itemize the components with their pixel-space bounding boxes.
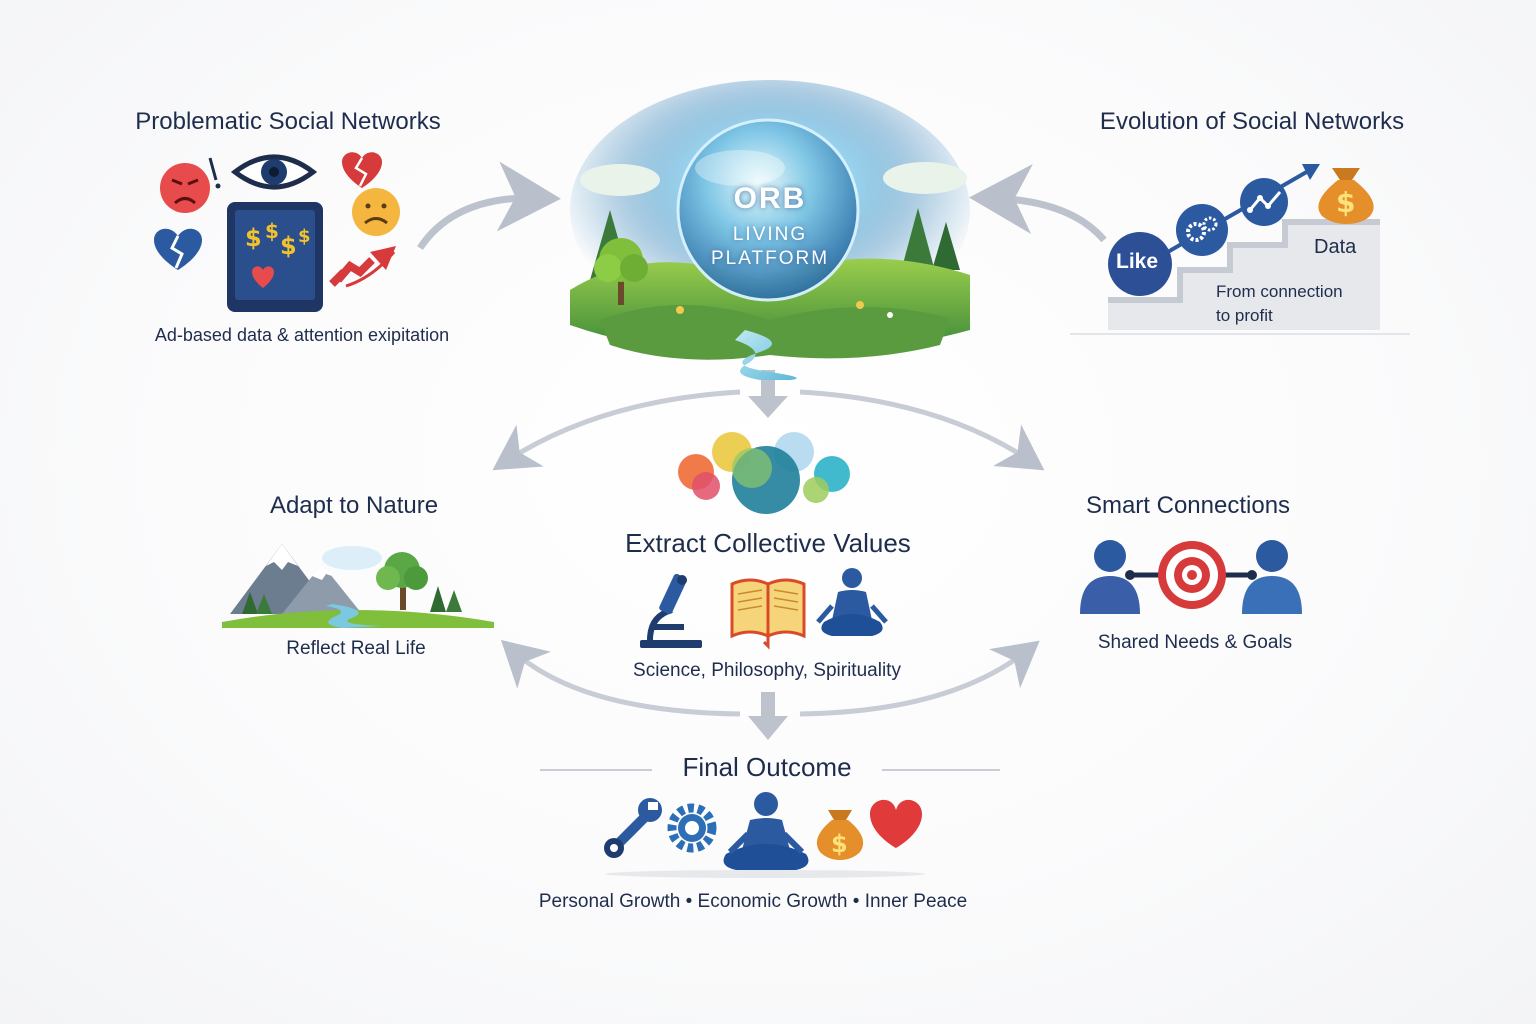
money-bag-icon: $: [816, 810, 864, 860]
collective-bubbles-icon: [670, 428, 860, 518]
heart-icon: [870, 799, 922, 848]
money-bag-icon: $: [1318, 168, 1374, 224]
smart-connections-icons: [1076, 536, 1306, 616]
angry-face-icon: [160, 163, 210, 213]
meditation-icon: [723, 792, 809, 870]
eye-icon: [230, 154, 318, 190]
person-icon: [1080, 540, 1140, 614]
outcome-caption: Personal Growth • Economic Growth • Inne…: [538, 891, 968, 912]
evolution-title: Evolution of Social Networks: [1099, 108, 1405, 135]
sad-face-icon: [352, 188, 400, 236]
arrow-upper-left: [492, 389, 741, 471]
gear-icon: [667, 803, 717, 853]
smart-title: Smart Connections: [1085, 492, 1291, 519]
svg-text:$: $: [265, 219, 279, 243]
gears-icon: [1176, 204, 1228, 256]
svg-text:$: $: [1336, 186, 1355, 219]
data-label: Data: [1314, 236, 1357, 258]
arrow-lower-left: [500, 639, 741, 717]
evolution-caption-line2: to profit: [1216, 306, 1273, 325]
orb-living-platform: ORB LIVING PLATFORM: [560, 80, 980, 380]
smart-caption: Shared Needs & Goals: [1097, 632, 1293, 653]
trend-up-icon: [1240, 178, 1288, 226]
orb-landscape-illustration: [570, 80, 970, 380]
like-icon: [1108, 232, 1172, 296]
tablet-dollar-icon: $ $ $ $: [227, 202, 323, 312]
meditation-icon: [816, 568, 888, 636]
arrow-problem-to-orb: [417, 161, 561, 250]
evolution-staircase: $ Like Data From connection to profit: [1070, 150, 1410, 340]
svg-text:$: $: [298, 226, 311, 247]
extract-caption: Science, Philosophy, Spirituality: [633, 660, 901, 681]
broken-heart-icon: [154, 228, 202, 270]
adapt-caption: Reflect Real Life: [286, 638, 426, 659]
outcome-icons: $: [600, 790, 930, 880]
arrow-upper-right: [799, 389, 1045, 471]
problematic-title: Problematic Social Networks: [135, 108, 441, 135]
open-book-icon: [730, 578, 806, 650]
wrench-icon: [604, 798, 662, 858]
orb-subtitle-line1: LIVING: [732, 224, 808, 245]
adapt-title: Adapt to Nature: [269, 492, 439, 519]
problematic-icons: $ $ $ $: [150, 148, 420, 318]
nature-landscape-icon: [222, 534, 494, 630]
person-icon: [1242, 540, 1302, 614]
arrow-lower-right: [799, 640, 1040, 717]
svg-text:$: $: [245, 224, 262, 252]
problematic-caption: Ad-based data & attention exipitation: [154, 325, 450, 345]
exclamation-icon: [208, 157, 221, 189]
microscope-icon: [640, 573, 702, 648]
outcome-title: Final Outcome: [682, 752, 852, 782]
broken-heart-icon: [342, 152, 382, 188]
target-icon: [1125, 541, 1257, 609]
extract-icons: [632, 566, 902, 652]
svg-text:$: $: [831, 830, 848, 858]
svg-text:$: $: [280, 232, 297, 260]
orb-subtitle-line2: PLATFORM: [710, 248, 830, 269]
arrow-evolution-to-orb: [969, 164, 1107, 243]
orb-title: ORB: [733, 182, 807, 215]
evolution-caption-line1: From connection: [1216, 282, 1343, 301]
red-trend-arrow-icon: [329, 246, 396, 288]
extract-title: Extract Collective Values: [625, 528, 911, 558]
like-label: Like: [1116, 250, 1159, 273]
